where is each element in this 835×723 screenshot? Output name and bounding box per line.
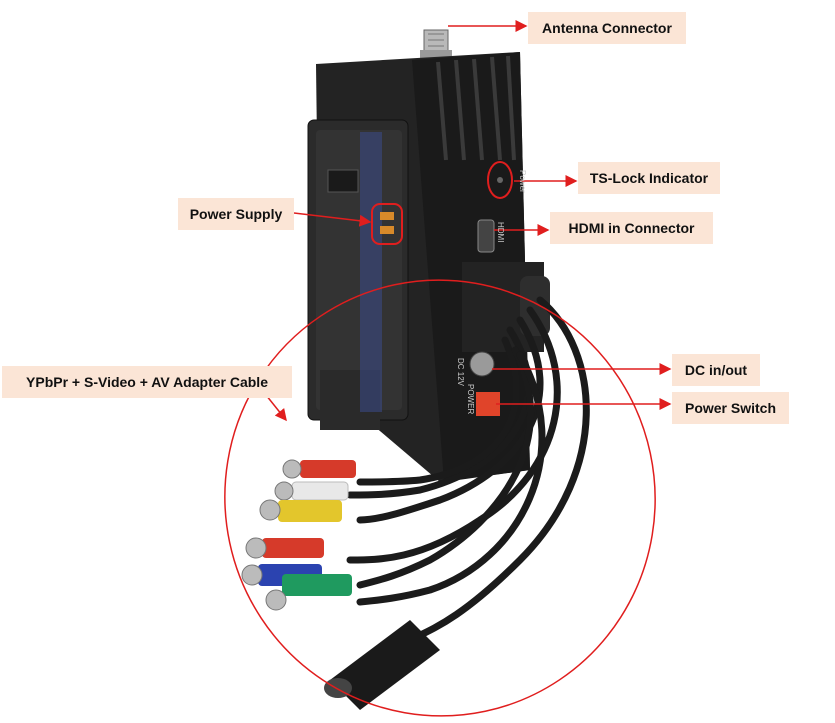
hdmi-connector-label: HDMI in Connector [550, 212, 713, 244]
power-switch-label: Power Switch [672, 392, 789, 424]
svideo-plug [324, 620, 440, 710]
ts-lock-led [497, 177, 503, 183]
ts-lock-indicator-circle [487, 161, 513, 199]
power-supply-label: Power Supply [178, 198, 294, 230]
power-side-marking: Power [518, 170, 527, 193]
antenna-connector-label: Antenna Connector [528, 12, 686, 44]
cable-highlight-ellipse [224, 279, 656, 717]
adapter-cable-label: YPbPr + S-Video + AV Adapter Cable [2, 366, 292, 398]
dc-rating-marking: DC 12V [456, 358, 465, 387]
rca-plugs [241, 459, 356, 611]
ts-lock-indicator-label: TS-Lock Indicator [578, 162, 720, 194]
power-label-marking: POWER [466, 384, 475, 414]
rca-red-1 [300, 460, 356, 478]
rca-yellow [278, 500, 342, 522]
dc-in-out-label: DC in/out [672, 354, 760, 386]
adapter-cable-arrow [265, 394, 287, 422]
battery-plate [307, 119, 409, 430]
rca-white [291, 481, 349, 501]
callout-arrows [265, 20, 672, 422]
power-supply-arrow [293, 212, 372, 227]
rca-red-2 [262, 538, 324, 558]
rca-green [282, 574, 352, 596]
hdmi-port [477, 219, 495, 253]
hdmi-side-marking: HDMI [496, 222, 505, 242]
